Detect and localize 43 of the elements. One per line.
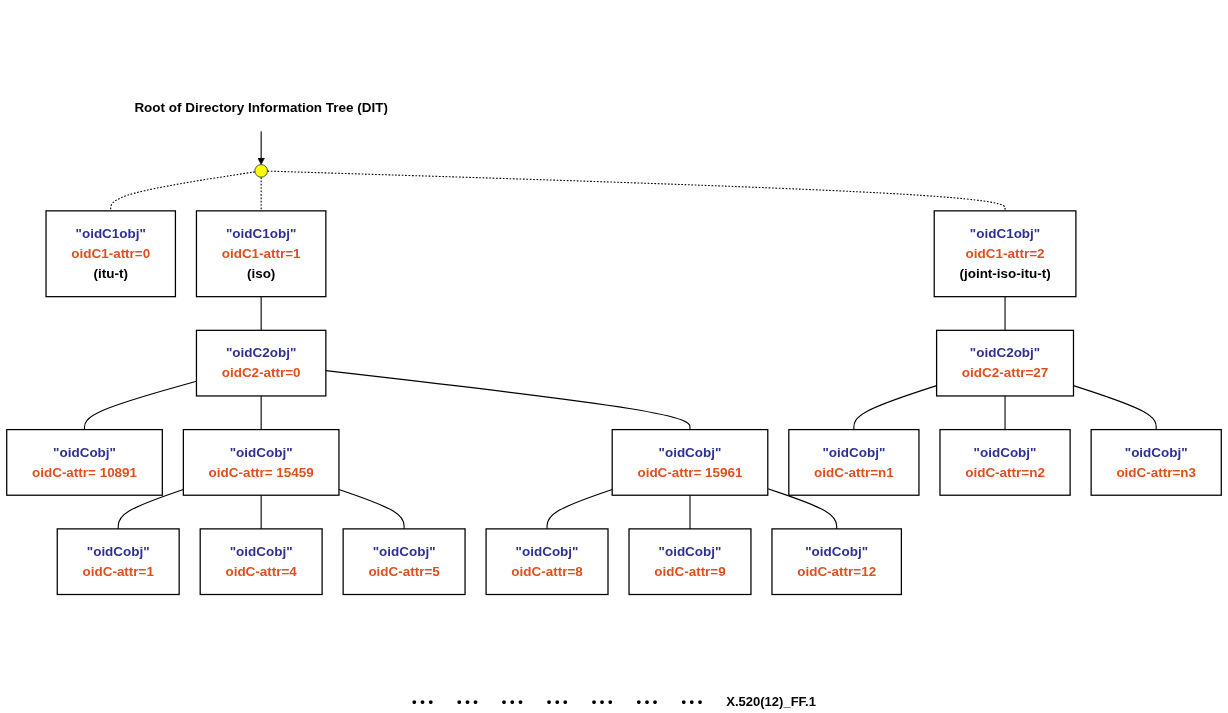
connector xyxy=(260,176,262,212)
ellipsis-mark: • • • xyxy=(412,694,433,709)
node-box: "oidC1obj" oidC1-attr=2 (joint-iso-itu-t) xyxy=(933,210,1077,298)
connector xyxy=(1004,296,1006,331)
connector xyxy=(260,296,262,331)
connector xyxy=(260,494,262,530)
node-box: "oidCobj" oidC-attr=4 xyxy=(199,528,323,596)
figure-number: X.520(12)_FF.1 xyxy=(726,694,816,709)
node-box: "oidC1obj" oidC1-attr=0 (itu-t) xyxy=(45,210,177,298)
ellipsis-mark: • • • xyxy=(501,694,523,709)
arrow xyxy=(257,130,265,165)
connector xyxy=(325,370,691,431)
node-box: "oidCobj" oidC-attr=n3 xyxy=(1090,428,1222,496)
node-box: "oidC2obj" oidC2-attr=27 xyxy=(935,329,1075,397)
ellipsis-mark: • • • xyxy=(456,694,478,709)
connector xyxy=(260,395,262,431)
connector xyxy=(338,488,405,530)
node-box: "oidC1obj" oidC1-attr=1 (iso) xyxy=(195,210,327,298)
connector xyxy=(84,380,197,431)
node-box: "oidCobj" oidC-attr=n1 xyxy=(788,428,920,496)
node-box: "oidCobj" oidC-attr=5 xyxy=(342,528,466,596)
ellipsis-mark: • • • xyxy=(636,694,658,709)
node-box: "oidCobj" oidC-attr= 15459 xyxy=(182,428,340,496)
connector xyxy=(767,488,838,530)
node-box: "oidCobj" oidC-attr= 15961 xyxy=(611,428,769,496)
node-box: "oidC2obj" oidC2-attr=0 xyxy=(195,329,327,397)
connector xyxy=(110,171,256,212)
node-box: "oidCobj" oidC-attr=n2 xyxy=(939,428,1071,496)
connector xyxy=(1004,395,1006,431)
node-box: "oidCobj" oidC-attr=1 xyxy=(56,528,180,596)
ellipsis-mark: • • • xyxy=(546,694,568,709)
ellipsis-mark: • • • xyxy=(681,694,703,709)
connector xyxy=(266,170,1006,212)
ellipsis-mark: • • • xyxy=(591,694,613,709)
node-star xyxy=(254,164,268,178)
connector xyxy=(689,494,691,530)
connector xyxy=(546,488,613,530)
connector xyxy=(117,488,184,530)
node-text: Root of Directory Information Tree (DIT) xyxy=(134,100,388,115)
node-box: "oidCobj" oidC-attr=8 xyxy=(485,528,609,596)
node-box: "oidCobj" oidC-attr=12 xyxy=(771,528,902,596)
node-box: "oidCobj" oidC-attr=9 xyxy=(628,528,752,596)
node-box: "oidCobj" oidC-attr= 10891 xyxy=(6,428,163,496)
